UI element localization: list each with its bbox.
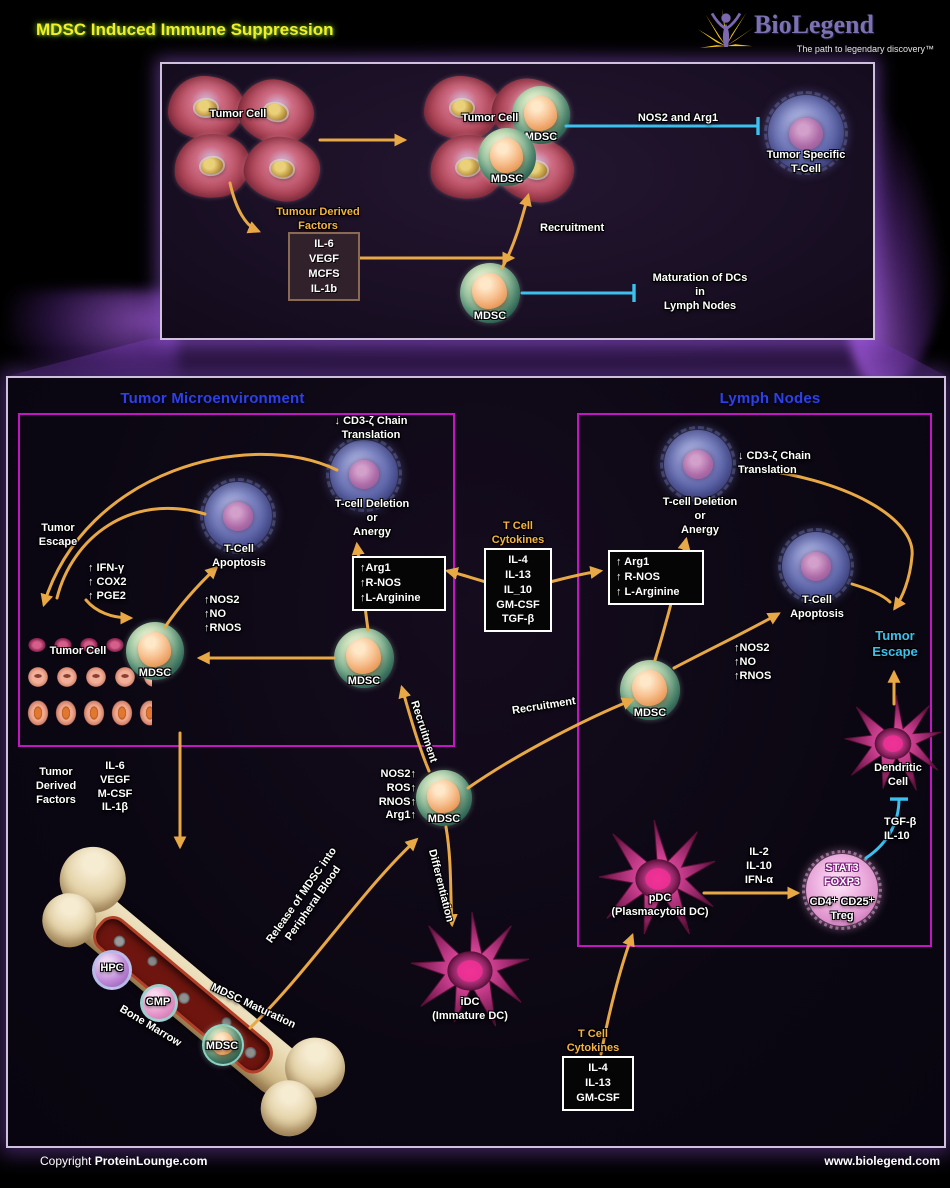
tme-cd3-label: ↓ CD3-ζ Chain Translation: [334, 415, 408, 441]
pdc-cell: [594, 818, 722, 936]
cytokines-bottom-box: IL-4 IL-13 GM-CSF: [562, 1056, 634, 1111]
tumor-cell-left-label: Tumor Cell: [209, 108, 267, 120]
tumor-cell-mid-label: Tumor Cell: [461, 112, 519, 124]
tme-tumor-escape-label: Tumor Escape: [38, 522, 78, 548]
lymph-tcell-apoptosis-cell: [778, 528, 854, 604]
tumor-cell-blob: [168, 76, 244, 140]
tumor-specific-t-cell: [764, 91, 848, 175]
tme-nos2-no-rnos-label: ↑NOS2 ↑NO ↑RNOS: [204, 594, 242, 634]
tumour-derived-factors-box: IL-6 VEGF MCFS IL-1b: [288, 232, 360, 302]
copyright-brand[interactable]: ProteinLounge.com: [94, 1154, 208, 1168]
biolegend-logo: BioLegend The path to legendary discover…: [698, 8, 942, 60]
bone-tdf-items: IL-6 VEGF M-CSF IL-1β: [97, 760, 133, 814]
lymph-tcell-deletion-cell: [660, 426, 736, 502]
mdsc-label: MDSC: [490, 173, 524, 185]
lymph-nos2-no-rnos-label: ↑NOS2 ↑NO ↑RNOS: [734, 642, 772, 682]
lymph-box: [577, 413, 932, 947]
tumor-specific-t-cell-label: Tumor Specific T-Cell: [766, 149, 846, 175]
idc-cell: [405, 910, 535, 1028]
pdc-cell-icon: [598, 819, 716, 935]
tme-arg1-box: ↑Arg1 ↑R-NOS ↑L-Arginine: [352, 556, 446, 611]
lymph-arg1-box: ↑ Arg1 ↑ R-NOS ↑ L-Arginine: [608, 550, 704, 605]
mdsc-cell: MDSC: [416, 770, 472, 826]
il2-il10-ifna-label: IL-2 IL-10 IFN-α: [744, 846, 774, 886]
nos2-arg1-label: NOS2 and Arg1: [637, 112, 719, 124]
lymph-title: Lymph Nodes: [719, 390, 821, 407]
center-mdsc-markers-label: NOS2↑ ROS↑ RNOS↑ Arg1↑: [378, 768, 416, 822]
tumor-cell-blob: [424, 76, 500, 140]
hpc-label: HPC: [100, 962, 124, 974]
bone-mdsc-cell: [202, 1024, 244, 1066]
pdc-label: pDC (Plasmacytoid DC): [611, 892, 709, 918]
recruitment-top-label: Recruitment: [540, 222, 605, 234]
mdsc-cell: MDSC: [620, 660, 680, 720]
biolegend-wordmark: BioLegend: [754, 10, 874, 39]
cmp-cell: [140, 984, 178, 1022]
mdsc-label: MDSC: [524, 131, 558, 143]
cytokines-mid-box: IL-4 IL-13 IL_10 GM-CSF TGF-β: [484, 548, 552, 633]
cytokines-mid-title: T Cell Cytokines: [491, 520, 545, 546]
lymph-tumor-escape-label: Tumor Escape: [872, 628, 918, 660]
lymph-cd3-label: ↓ CD3-ζ Chain Translation: [738, 450, 811, 476]
mdsc-label: MDSC: [633, 707, 667, 719]
treg-label: CD4⁺ CD25⁺ Treg: [809, 896, 875, 922]
tme-tcell-deletion-label: T-cell Deletion or Anergy: [334, 498, 410, 538]
mdsc-cell: MDSC: [478, 128, 536, 186]
mdsc-cell: MDSC: [460, 263, 520, 323]
mdsc-label: MDSC: [138, 667, 172, 679]
website-link[interactable]: www.biolegend.com: [824, 1154, 940, 1168]
idc-label: iDC (Immature DC): [432, 996, 508, 1022]
tme-tcell-apoptosis-cell: [200, 478, 276, 554]
tme-tumor-cell-label: Tumor Cell: [49, 645, 107, 657]
cmp-label: CMP: [145, 996, 171, 1008]
purple-beam: [0, 338, 950, 378]
treg-cell: [802, 850, 882, 930]
copyright-label: Copyright: [40, 1154, 92, 1168]
treg-markers-label: STAT3 FOXP3: [823, 862, 861, 888]
idc-cell-icon: [410, 911, 530, 1027]
mdsc-label: MDSC: [347, 675, 381, 687]
bone-tdf-label: Tumor Derived Factors: [35, 766, 77, 806]
bone-mdsc-label: MDSC: [205, 1040, 239, 1052]
copyright: Copyright ProteinLounge.com: [40, 1154, 207, 1168]
hpc-cell: [92, 950, 132, 990]
tumor-tissue-row: [24, 694, 152, 732]
tgfb-il10-label: TGF-β IL-10: [884, 816, 917, 842]
tme-tcell-deletion-cell: [326, 436, 402, 512]
tme-ifn-cox2-pge2-label: ↑ IFN-γ ↑ COX2 ↑ PGE2: [88, 562, 127, 602]
maturation-label: Maturation of DCs in Lymph Nodes: [652, 272, 748, 312]
cytokines-bottom-title: T Cell Cytokines: [566, 1028, 620, 1054]
tumour-derived-factors-title: Tumour Derived Factors: [276, 206, 360, 232]
tme-tcell-apoptosis-label: T-Cell Apoptosis: [212, 543, 266, 569]
mdsc-cell: MDSC: [126, 622, 184, 680]
mdsc-cell: MDSC: [334, 628, 394, 688]
biolegend-tagline: The path to legendary discovery™: [796, 44, 934, 54]
page-title: MDSC Induced Immune Suppression: [36, 20, 334, 39]
biolegend-burst-icon: [698, 8, 754, 48]
tme-title: Tumor Microenvironment: [120, 390, 305, 407]
mdsc-label: MDSC: [427, 813, 461, 825]
lymph-tcell-deletion-label: T-cell Deletion or Anergy: [662, 496, 738, 536]
dendritic-cell-label: Dendritic Cell: [874, 762, 922, 788]
mdsc-label: MDSC: [473, 310, 507, 322]
lymph-tcell-apoptosis-label: T-Cell Apoptosis: [790, 594, 844, 620]
dendritic-cell-icon: [844, 695, 942, 791]
dendritic-cell: [843, 692, 943, 792]
